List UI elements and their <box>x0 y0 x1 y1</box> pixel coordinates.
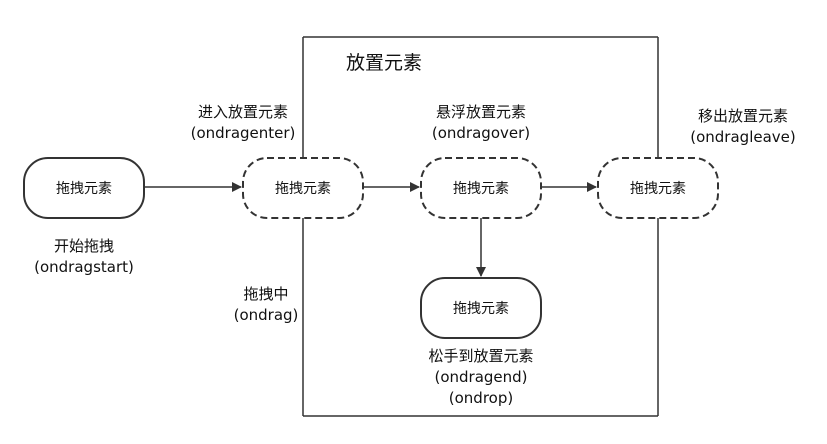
node-drop-box <box>420 277 542 339</box>
caption-dragstart-cn: 开始拖拽 <box>53 237 114 255</box>
caption-drop-cn: 松手到放置元素 <box>428 347 534 365</box>
caption-drag-cn: 拖拽中 <box>243 285 289 303</box>
caption-dragover-cn: 悬浮放置元素 <box>435 103 526 121</box>
caption-dragenter-cn: 进入放置元素 <box>197 103 288 121</box>
drop-zone-title: 放置元素 <box>346 52 423 74</box>
node-drop-text: 拖拽元素 <box>453 301 509 317</box>
node-enter-box <box>242 157 364 219</box>
caption-dragleave-event: (ondragleave) <box>690 128 796 146</box>
caption-drop: 松手到放置元素 (ondragend) (ondrop) <box>411 346 551 409</box>
caption-dragleave: 移出放置元素 (ondragleave) <box>673 106 813 148</box>
caption-dragstart-event: (ondragstart) <box>34 258 134 276</box>
node-source-box <box>23 157 145 219</box>
drop-zone-border <box>302 36 659 417</box>
node-leave-text: 拖拽元素 <box>630 181 686 197</box>
node-over-box <box>420 157 542 219</box>
caption-dragstart: 开始拖拽 (ondragstart) <box>19 236 149 278</box>
caption-dragenter-event: (ondragenter) <box>190 124 296 142</box>
caption-dragend-event: (ondragend) <box>434 368 528 386</box>
caption-drop-event: (ondrop) <box>448 389 514 407</box>
caption-dragenter: 进入放置元素 (ondragenter) <box>178 102 308 144</box>
caption-dragover: 悬浮放置元素 (ondragover) <box>416 102 546 144</box>
node-enter-text: 拖拽元素 <box>275 181 331 197</box>
node-over-text: 拖拽元素 <box>453 181 509 197</box>
caption-drag: 拖拽中 (ondrag) <box>216 284 316 326</box>
node-source-text: 拖拽元素 <box>56 181 112 197</box>
caption-dragleave-cn: 移出放置元素 <box>697 107 788 125</box>
caption-drag-event: (ondrag) <box>233 306 299 324</box>
caption-dragover-event: (ondragover) <box>431 124 531 142</box>
node-leave-box <box>597 157 719 219</box>
